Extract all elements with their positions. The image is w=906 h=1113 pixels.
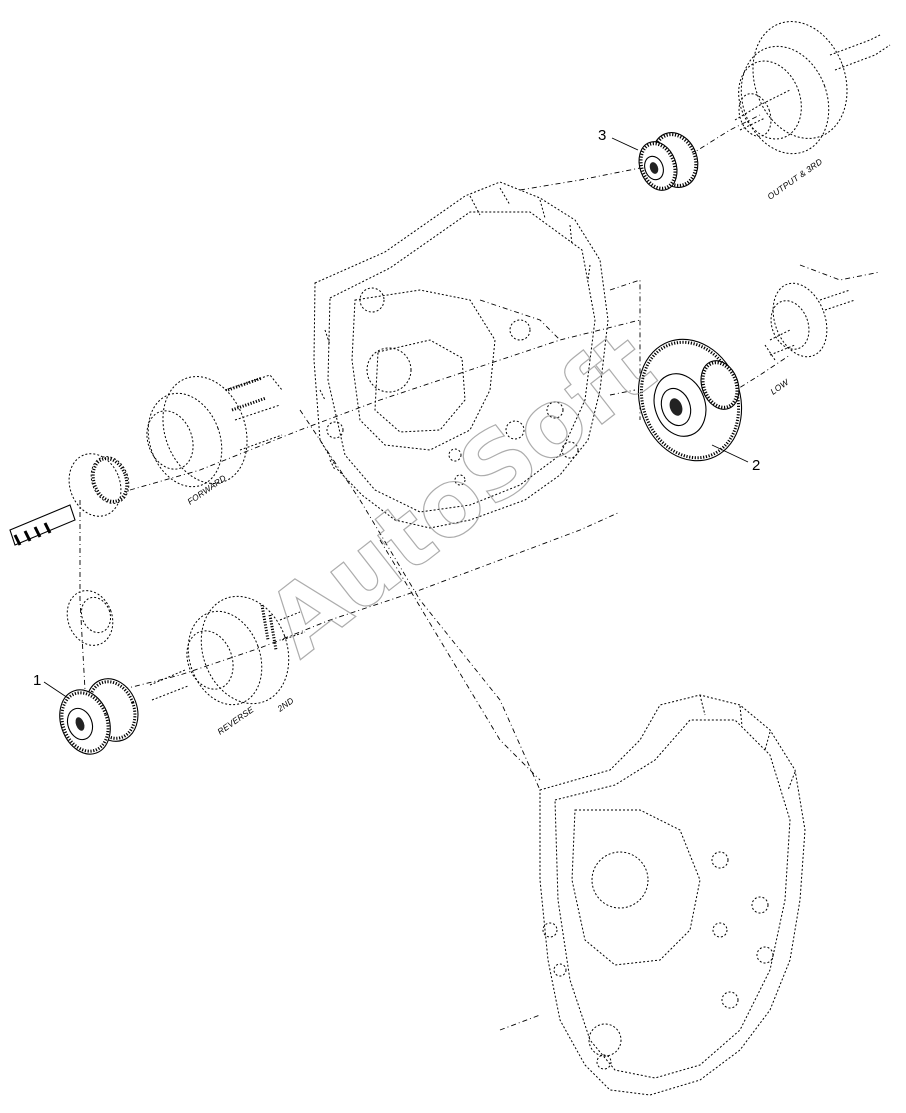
output-shaft-assembly — [734, 21, 891, 155]
watermark: AutoSoft — [248, 311, 674, 677]
reverse-clutch-assembly — [149, 595, 306, 706]
label-reverse: REVERSE — [215, 704, 255, 736]
input-shaft — [9, 453, 130, 546]
gear-part-2 — [637, 338, 749, 463]
low-shaft-assembly — [764, 282, 856, 361]
gear-part-3 — [611, 132, 699, 191]
label-low: LOW — [768, 377, 791, 397]
idler-gear — [66, 590, 114, 646]
forward-clutch-assembly — [146, 374, 283, 488]
callout-part-3: 3 — [598, 127, 606, 144]
upper-housing — [313, 181, 609, 529]
gear-part-1 — [43, 678, 139, 755]
label-forward: FORWARD — [185, 473, 228, 507]
label-output-3rd: OUTPUT & 3RD — [765, 156, 824, 201]
center-lines — [79, 114, 881, 1031]
lower-housing — [539, 694, 806, 1096]
callout-part-2: 2 — [752, 457, 760, 474]
callout-part-1: 1 — [33, 672, 41, 689]
label-2nd: 2ND — [275, 695, 296, 714]
